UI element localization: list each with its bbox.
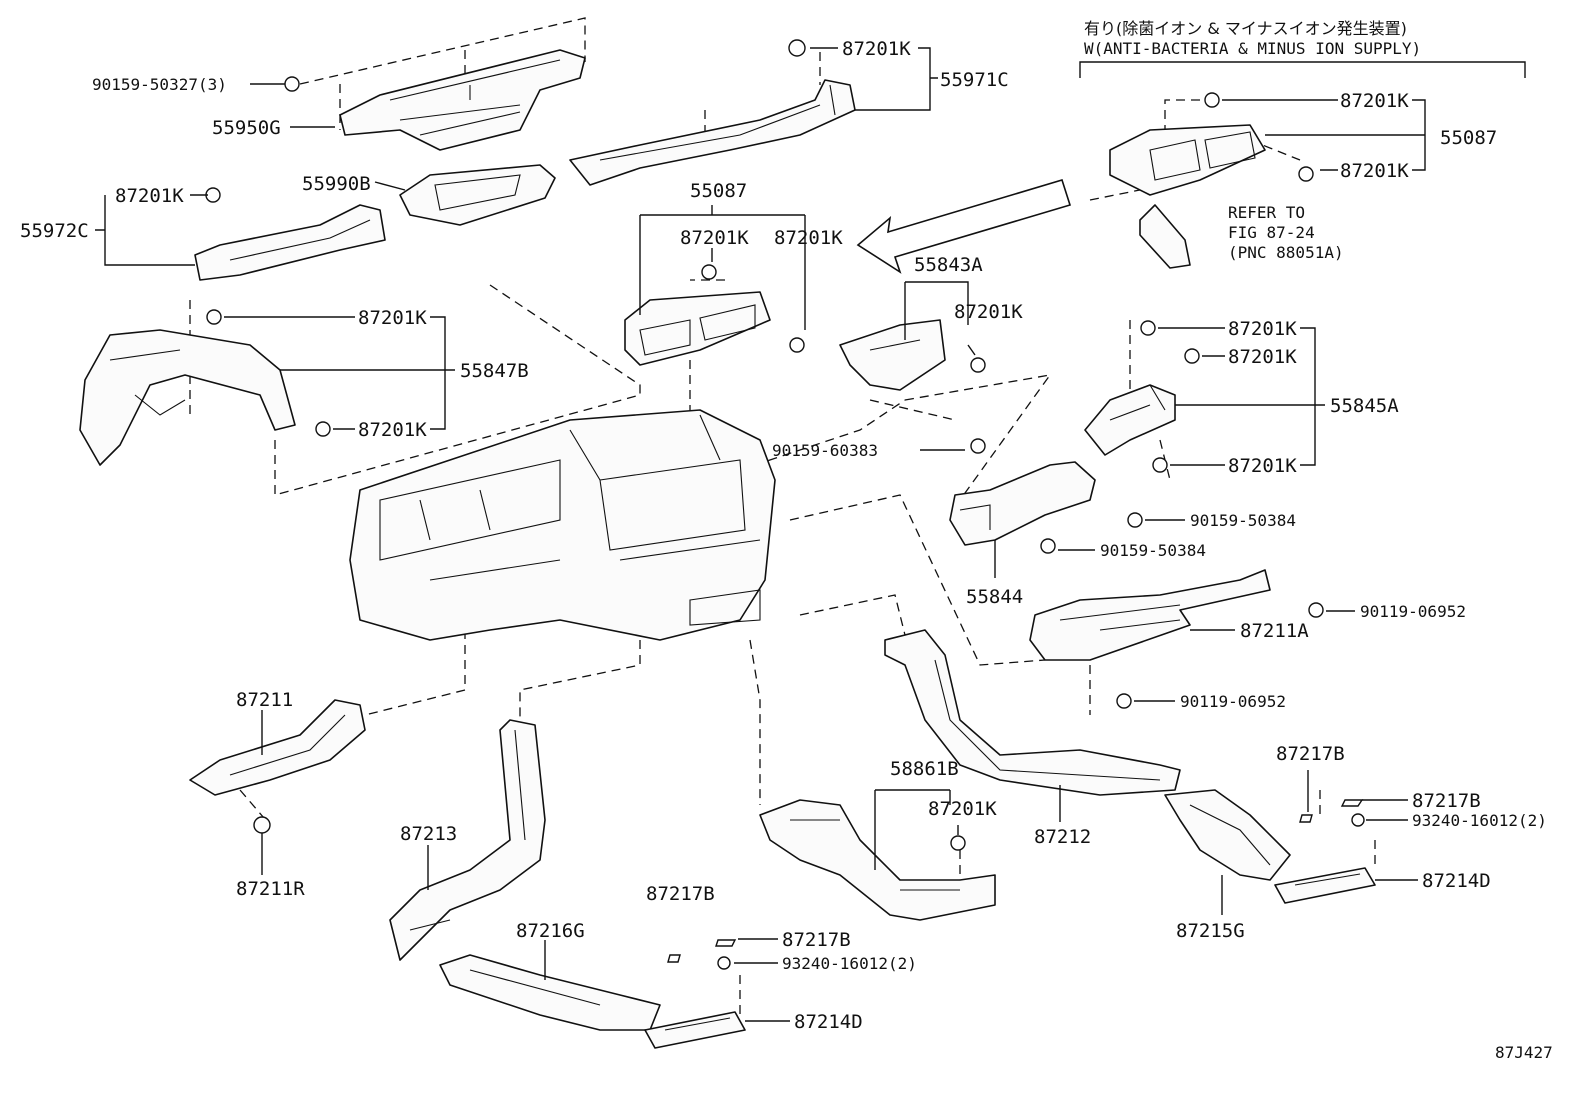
label-87201k-i: 87201K: [954, 301, 1023, 323]
label-87201k-e: 87201K: [1340, 90, 1409, 112]
label-87212: 87212: [1034, 826, 1091, 848]
label-87216g: 87216G: [516, 920, 585, 942]
part-55950g-defroster-nozzle: [339, 49, 586, 151]
part-87211a-duct: [1029, 569, 1271, 661]
part-55990b-center-duct: [399, 164, 556, 226]
label-55087-mid: 55087: [690, 180, 747, 202]
label-87201k-h: 87201K: [358, 419, 427, 441]
label-55950g: 55950G: [212, 117, 281, 139]
leader-lines: [95, 47, 1426, 1022]
label-90119-06952-a: 90119-06952: [1360, 602, 1466, 621]
refer-line-1: REFER TO: [1228, 203, 1305, 222]
label-90119-06952-b: 90119-06952: [1180, 692, 1286, 711]
label-87215g: 87215G: [1176, 920, 1245, 942]
label-87201k-j: 87201K: [1228, 318, 1297, 340]
label-87217b-d: 87217B: [1412, 790, 1481, 812]
clip-icons: [205, 39, 1365, 970]
part-87212-duct: [884, 629, 1181, 796]
variant-note-en: W(ANTI-BACTERIA & MINUS ION SUPPLY): [1084, 39, 1421, 58]
label-55844: 55844: [966, 586, 1023, 608]
label-55087-right: 55087: [1440, 127, 1497, 149]
label-87201k-d: 87201K: [774, 227, 843, 249]
variant-note-jp: 有り(除菌イオン & マイナスイオン発生装置): [1084, 19, 1407, 38]
part-87216g-duct: [439, 954, 661, 1031]
part-87214d-register-b: [1274, 867, 1376, 904]
label-87217b-b: 87217B: [782, 929, 851, 951]
part-55972c-side-duct: [194, 204, 386, 281]
label-90159-60383: 90159-60383: [772, 441, 878, 460]
part-55845a-duct: [1084, 384, 1176, 456]
label-87217b-c: 87217B: [1276, 743, 1345, 765]
label-58861b: 58861B: [890, 758, 959, 780]
label-87211r: 87211R: [236, 878, 305, 900]
part-55971c-side-duct: [569, 79, 856, 186]
label-87214d-b: 87214D: [1422, 870, 1491, 892]
label-55847b: 55847B: [460, 360, 529, 382]
part-55844-duct: [949, 461, 1096, 546]
label-90159-50327: 90159-50327(3): [92, 75, 227, 94]
refer-line-2: FIG 87-24: [1228, 223, 1315, 242]
label-87211: 87211: [236, 689, 293, 711]
label-87201k-b: 87201K: [842, 38, 911, 60]
label-90159-50384-b: 90159-50384: [1100, 541, 1206, 560]
label-55845a: 55845A: [1330, 395, 1399, 417]
part-labels: 有り(除菌イオン & マイナスイオン発生装置) W(ANTI-BACTERIA …: [20, 19, 1553, 1062]
label-87214d-a: 87214D: [794, 1011, 863, 1033]
part-58861b-duct: [759, 799, 996, 921]
label-87201k-c: 87201K: [680, 227, 749, 249]
label-87201k-k: 87201K: [1228, 346, 1297, 368]
label-55843a: 55843A: [914, 254, 983, 276]
part-55087-ion-register: [1109, 124, 1266, 196]
label-87201k-g: 87201K: [358, 307, 427, 329]
part-87211-duct: [189, 699, 366, 796]
part-87213-duct: [389, 719, 546, 961]
figure-code: 87J427: [1495, 1043, 1553, 1062]
part-87214d-register-a: [644, 1011, 746, 1049]
label-90159-50384-a: 90159-50384: [1190, 511, 1296, 530]
part-55087-center-register: [624, 291, 771, 366]
refer-line-3: (PNC 88051A): [1228, 243, 1344, 262]
part-87215g-duct: [1164, 789, 1291, 881]
part-55847b-duct: [79, 329, 296, 466]
label-87213: 87213: [400, 823, 457, 845]
label-87211a: 87211A: [1240, 620, 1309, 642]
label-93240-16012-a: 93240-16012(2): [782, 954, 917, 973]
label-55971c: 55971C: [940, 69, 1009, 91]
label-87201k-m: 87201K: [928, 798, 997, 820]
label-87217b-a: 87217B: [646, 883, 715, 905]
front-direction-arrow: [856, 179, 1072, 274]
label-55990b: 55990B: [302, 173, 371, 195]
label-87201k-f: 87201K: [1340, 160, 1409, 182]
label-55972c: 55972C: [20, 220, 89, 242]
part-heater-unit: [349, 409, 776, 641]
label-87201k-l: 87201K: [1228, 455, 1297, 477]
part-55843a-bracket: [839, 319, 946, 391]
label-87201k-a: 87201K: [115, 185, 184, 207]
variant-bracket: [1079, 61, 1526, 78]
label-93240-16012-b: 93240-16012(2): [1412, 811, 1547, 830]
part-88051a-ion-generator: [1139, 204, 1191, 269]
